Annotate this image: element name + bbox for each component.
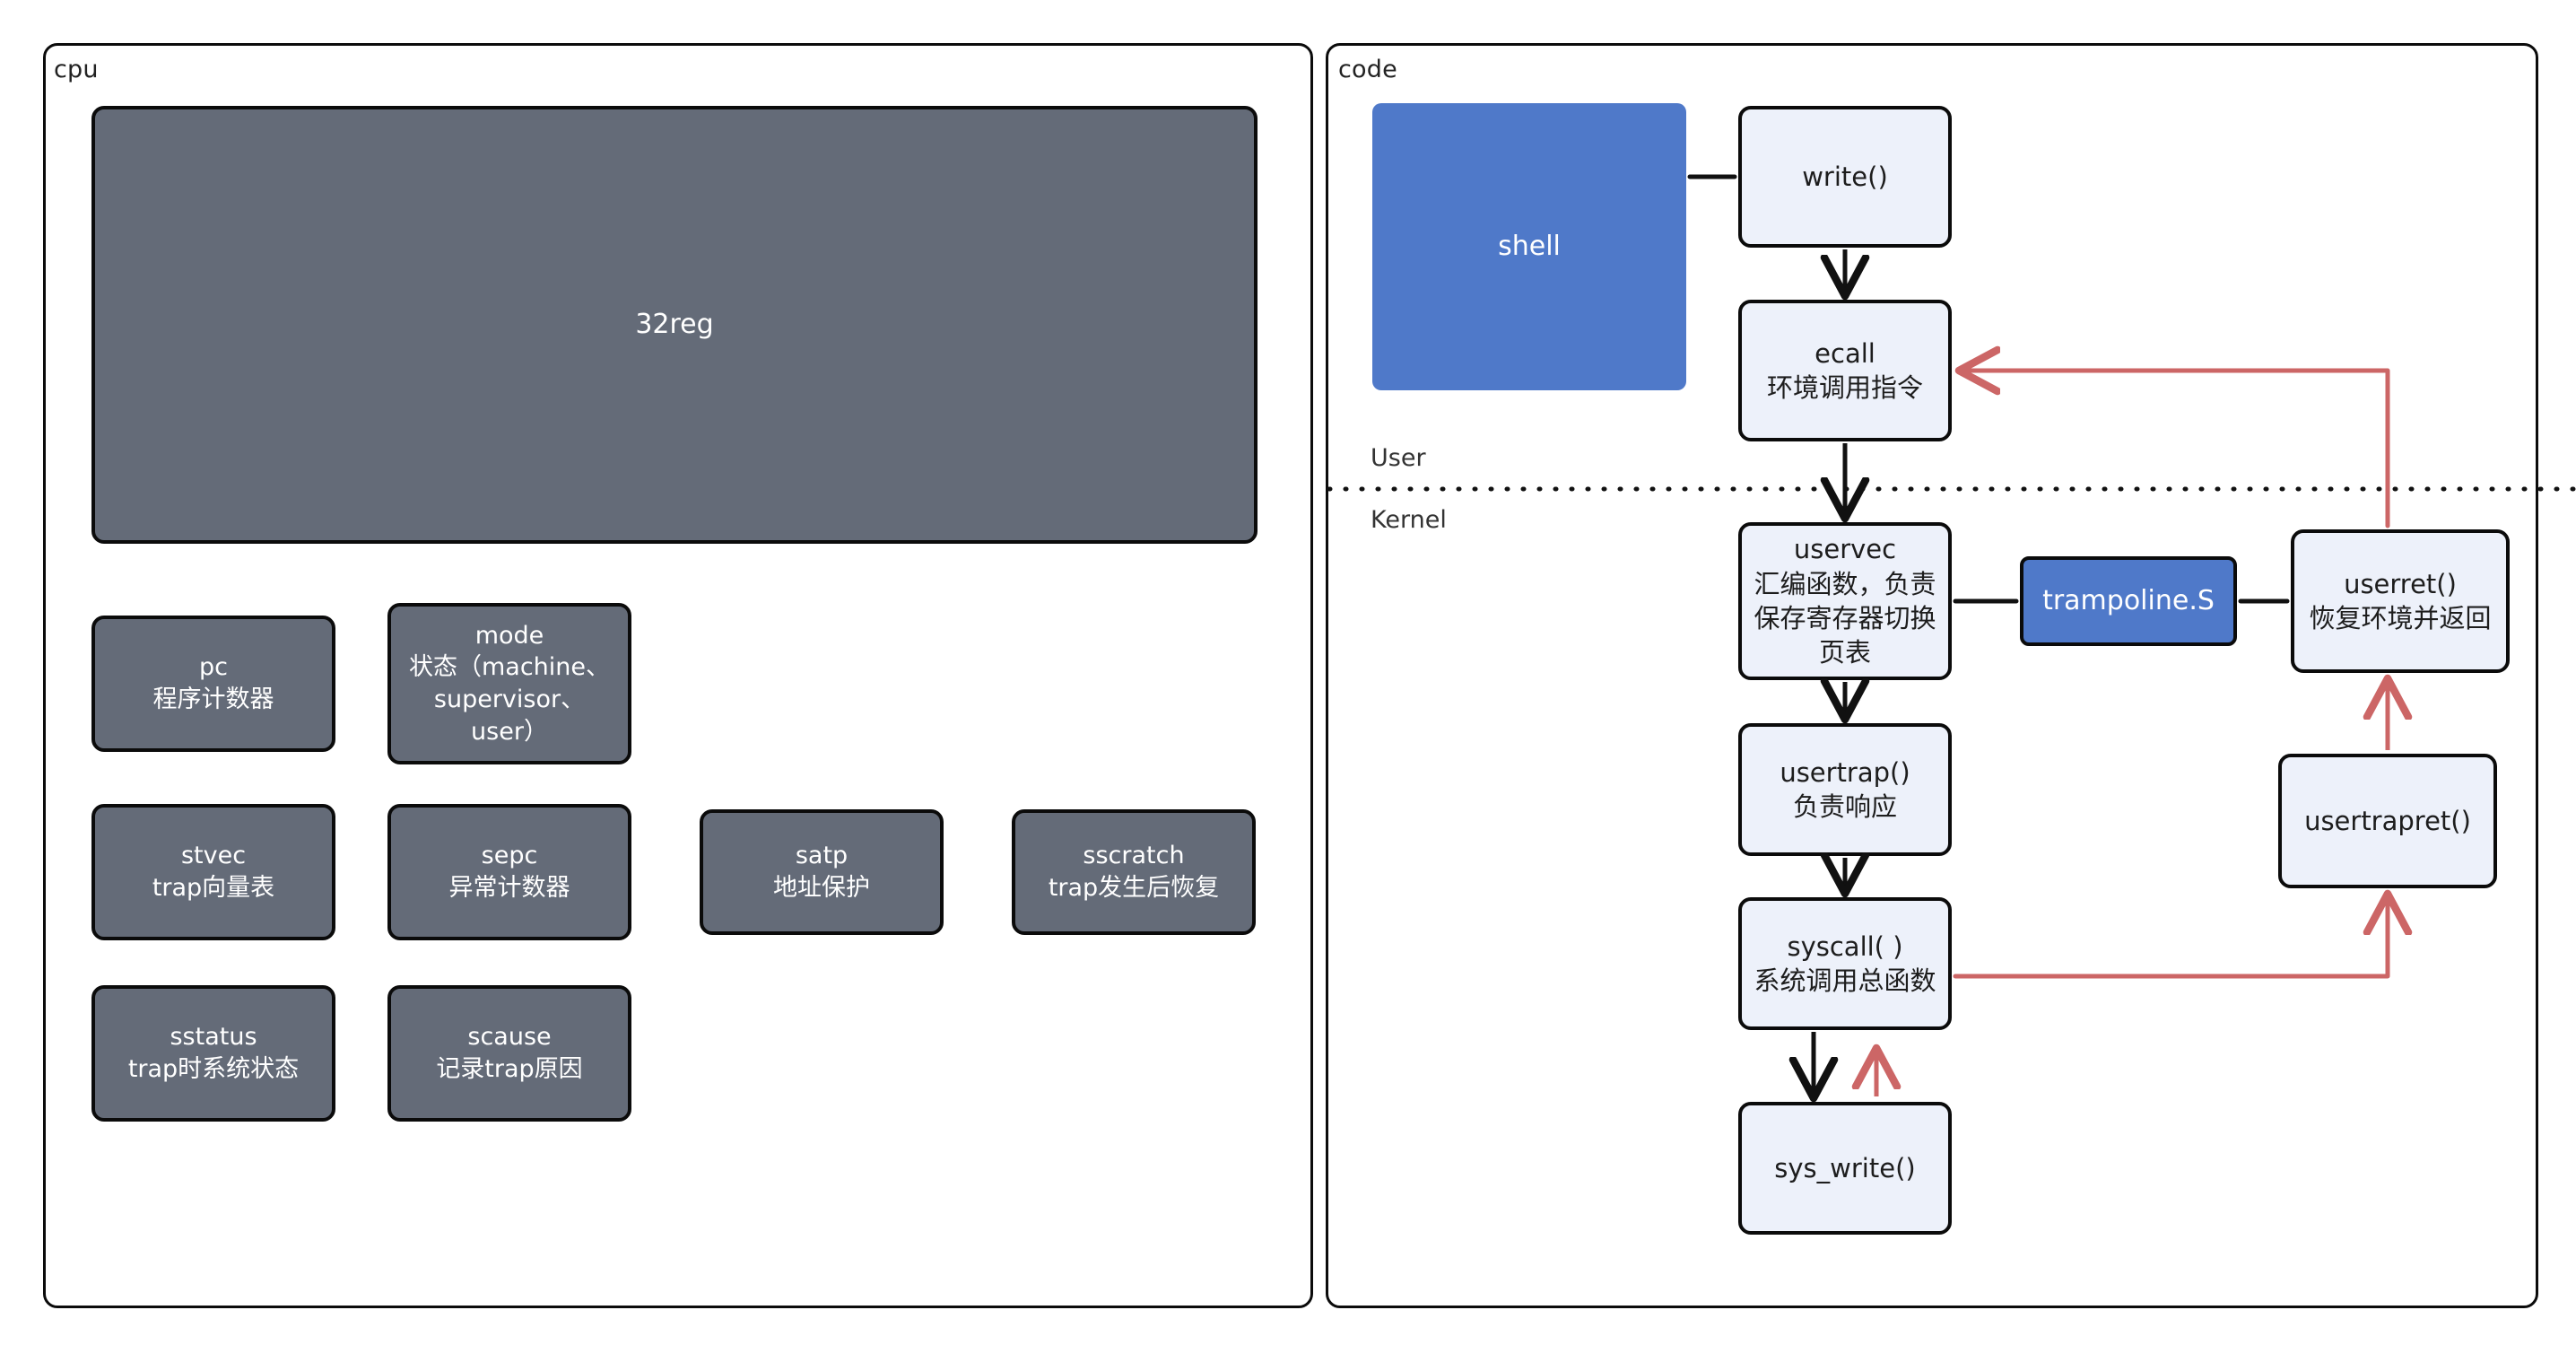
code-box-userret: userret() 恢复环境并返回 bbox=[2291, 529, 2510, 673]
code-box-uservec-title: uservec bbox=[1793, 534, 1897, 565]
cpu-box-mode-desc3: user） bbox=[471, 717, 548, 746]
code-box-userret-title: userret() bbox=[2344, 568, 2457, 599]
cpu-box-sscratch-desc: trap发生后恢复 bbox=[1048, 874, 1220, 902]
code-box-shell: shell bbox=[1372, 103, 1686, 390]
code-box-uservec-desc3: 页表 bbox=[1818, 637, 1871, 668]
code-box-ecall-desc: 环境调用指令 bbox=[1766, 372, 1923, 403]
cpu-32reg-label: 32reg bbox=[635, 309, 714, 341]
cpu-box-satp-title: satp bbox=[795, 842, 849, 870]
cpu-box-satp-desc: 地址保护 bbox=[773, 874, 870, 902]
code-box-sys-write-label: sys_write() bbox=[1774, 1152, 1916, 1183]
cpu-box-sepc: sepc 异常计数器 bbox=[387, 804, 631, 940]
code-box-userret-desc: 恢复环境并返回 bbox=[2309, 603, 2492, 633]
cpu-box-stvec-desc: trap向量表 bbox=[152, 874, 275, 902]
code-panel-title: code bbox=[1338, 56, 1397, 83]
cpu-box-sstatus-desc: trap时系统状态 bbox=[127, 1055, 300, 1083]
code-box-trampoline-label: trampoline.S bbox=[2042, 585, 2215, 617]
cpu-box-pc-title: pc bbox=[199, 653, 228, 682]
cpu-box-scause: scause 记录trap原因 bbox=[387, 985, 631, 1122]
code-box-write: write() bbox=[1738, 106, 1952, 248]
cpu-box-sepc-desc: 异常计数器 bbox=[448, 874, 570, 902]
lane-label-user: User bbox=[1371, 444, 1426, 472]
cpu-box-mode-title: mode bbox=[474, 621, 544, 650]
code-box-uservec: uservec 汇编函数，负责 保存寄存器切换 页表 bbox=[1738, 522, 1952, 680]
cpu-box-sscratch: sscratch trap发生后恢复 bbox=[1012, 809, 1256, 935]
cpu-box-scause-desc: 记录trap原因 bbox=[436, 1055, 583, 1083]
cpu-box-stvec-title: stvec bbox=[180, 842, 247, 870]
cpu-box-scause-title: scause bbox=[467, 1023, 552, 1052]
cpu-box-mode: mode 状态（machine、 supervisor、 user） bbox=[387, 603, 631, 764]
cpu-box-sstatus-title: sstatus bbox=[170, 1023, 257, 1052]
code-box-usertrapret: usertrapret() bbox=[2278, 754, 2497, 888]
code-box-syscall-desc: 系统调用总函数 bbox=[1754, 965, 1936, 996]
cpu-box-pc: pc 程序计数器 bbox=[91, 616, 335, 752]
code-box-shell-label: shell bbox=[1498, 231, 1561, 263]
cpu-box-mode-desc1: 状态（machine、 bbox=[408, 653, 611, 682]
code-box-uservec-desc1: 汇编函数，负责 bbox=[1754, 568, 1936, 599]
cpu-box-stvec: stvec trap向量表 bbox=[91, 804, 335, 940]
lane-label-kernel: Kernel bbox=[1371, 506, 1447, 534]
cpu-box-sepc-title: sepc bbox=[481, 842, 538, 870]
code-box-usertrap-desc: 负责响应 bbox=[1792, 791, 1897, 822]
cpu-box-sscratch-title: sscratch bbox=[1083, 842, 1185, 870]
code-box-syscall-title: syscall( ) bbox=[1787, 930, 1903, 962]
code-box-sys-write: sys_write() bbox=[1738, 1102, 1952, 1235]
code-box-usertrap-title: usertrap() bbox=[1780, 756, 1910, 788]
code-box-ecall-title: ecall bbox=[1815, 337, 1875, 369]
cpu-panel-title: cpu bbox=[54, 56, 99, 83]
code-box-write-label: write() bbox=[1802, 161, 1888, 192]
code-box-usertrap: usertrap() 负责响应 bbox=[1738, 723, 1952, 856]
code-box-trampoline: trampoline.S bbox=[2020, 556, 2237, 646]
code-box-syscall: syscall( ) 系统调用总函数 bbox=[1738, 897, 1952, 1030]
code-box-usertrapret-label: usertrapret() bbox=[2304, 805, 2471, 836]
cpu-32reg-box: 32reg bbox=[91, 106, 1258, 544]
cpu-box-pc-desc: 程序计数器 bbox=[152, 686, 274, 713]
cpu-box-satp: satp 地址保护 bbox=[700, 809, 944, 935]
cpu-box-mode-desc2: supervisor、 bbox=[433, 686, 586, 713]
cpu-box-sstatus: sstatus trap时系统状态 bbox=[91, 985, 335, 1122]
code-box-uservec-desc2: 保存寄存器切换 bbox=[1754, 603, 1936, 633]
code-box-ecall: ecall 环境调用指令 bbox=[1738, 300, 1952, 441]
